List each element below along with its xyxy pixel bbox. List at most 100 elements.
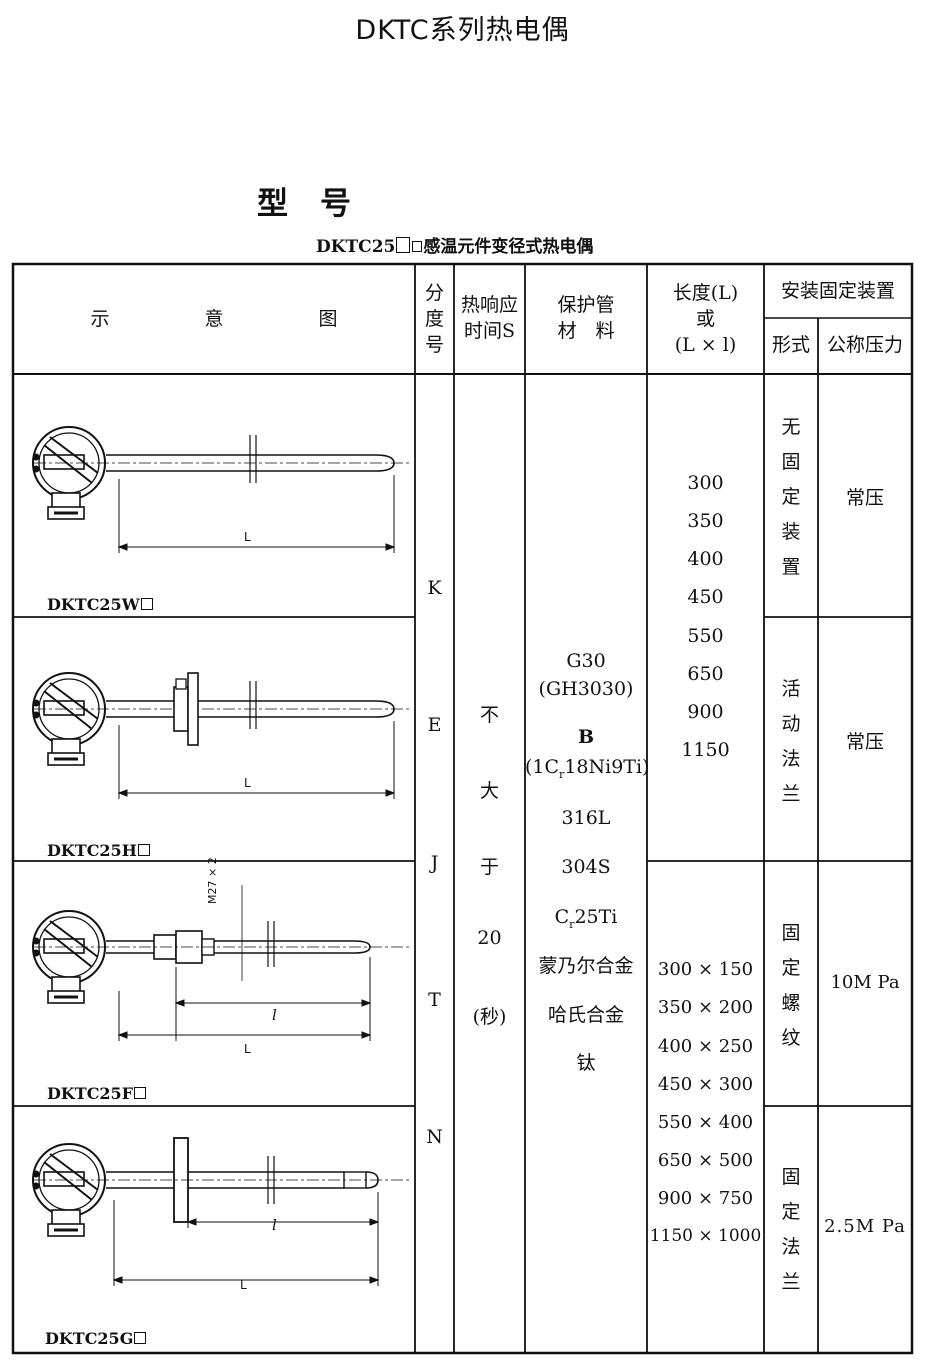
install-form-char: 螺	[781, 992, 801, 1014]
install-form-char: 定	[781, 957, 801, 979]
placeholder-box-icon	[134, 1087, 147, 1099]
header-length-line: 或	[695, 308, 715, 330]
header-material: 保护管 材 料	[525, 292, 647, 344]
install-pressure: 常压	[845, 731, 884, 753]
placeholder-box-icon	[134, 1332, 147, 1344]
install-form-char: 固	[781, 1166, 801, 1188]
model-label-text: DKTC25G	[45, 1329, 134, 1348]
material-item: 哈氏合金	[547, 1004, 624, 1026]
material-item: (GH3030)	[538, 678, 634, 700]
grade-item: N	[426, 1126, 443, 1148]
install-form-char: 固	[781, 922, 801, 944]
caption-description: 感温元件变径式热电偶	[423, 237, 594, 257]
model-label: DKTC25H	[47, 841, 150, 860]
thread-label: M27 × 2	[206, 857, 219, 904]
material-item: 钛	[576, 1052, 596, 1074]
header-install: 安装固定装置	[780, 280, 895, 302]
placeholder-box-icon	[137, 844, 150, 856]
model-label: DKTC25F	[47, 1084, 147, 1103]
length-pair-value: 1150 × 1000	[649, 1226, 762, 1246]
length-value: 900	[687, 701, 724, 723]
length-value: 400	[687, 548, 724, 570]
length-value: 350	[687, 510, 724, 532]
header-material-line: 材 料	[557, 320, 615, 342]
install-pressure: 10M Pa	[830, 972, 900, 993]
install-form-char: 置	[781, 556, 801, 578]
install-form-char: 装	[781, 521, 801, 543]
material-item: 蒙乃尔合金	[538, 955, 634, 977]
install-form-char: 定	[781, 486, 801, 508]
grade-item: T	[428, 989, 441, 1011]
diagram-h	[31, 671, 409, 799]
material-item: (1Cr18Ni9Ti)	[525, 756, 650, 786]
table-caption: DKTC25 感温元件变径式热电偶	[316, 232, 593, 257]
material-subscript: r	[559, 767, 565, 781]
material-item: Cr25Ti	[525, 906, 647, 936]
length-pair-value: 350 × 200	[657, 997, 754, 1018]
response-text: 不	[479, 704, 499, 726]
grade-item: J	[430, 852, 439, 874]
length-pair-value: 900 × 750	[657, 1188, 754, 1209]
header-response-line: 热响应	[460, 294, 518, 316]
thermocouple-diagrams	[31, 425, 409, 1286]
install-form-char: 固	[781, 451, 801, 473]
header-grade: 分 度 号	[415, 280, 454, 358]
install-form-char: 兰	[781, 1271, 801, 1293]
length-value: 450	[687, 586, 724, 608]
dim-label-l: l	[272, 1216, 277, 1234]
dim-label-L: L	[240, 1278, 247, 1292]
material-item: B	[577, 726, 595, 748]
length-value: 1150	[681, 739, 730, 761]
length-pair-value: 400 × 250	[657, 1036, 754, 1057]
install-form-char: 活	[781, 678, 801, 700]
install-form-char: 无	[781, 416, 801, 438]
model-label-text: DKTC25F	[47, 1084, 134, 1103]
length-pair-value: 550 × 400	[657, 1112, 754, 1133]
placeholder-box-icon	[396, 237, 411, 253]
dim-label-L: L	[244, 530, 251, 544]
length-pair-value: 650 × 500	[657, 1150, 754, 1171]
header-grade-char: 度	[424, 308, 444, 330]
install-form-char: 纹	[781, 1027, 801, 1049]
caption-model-prefix: DKTC25	[316, 237, 396, 257]
placeholder-box-icon	[140, 598, 153, 610]
model-label-text: DKTC25W	[47, 595, 140, 614]
material-part: 18Ni9Ti)	[564, 756, 650, 778]
response-text: 20	[477, 927, 502, 949]
length-pair-value: 300 × 150	[657, 959, 754, 980]
header-grade-char: 分	[424, 282, 444, 304]
install-form-char: 兰	[781, 783, 801, 805]
header-form: 形式	[771, 334, 810, 356]
length-value: 550	[687, 625, 724, 647]
material-subscript: r	[569, 917, 575, 931]
header-grade-char: 号	[424, 334, 444, 356]
install-pressure: 2.5M Pa	[824, 1216, 906, 1237]
header-length-line: 长度(L)	[672, 282, 739, 304]
response-text: 大	[479, 780, 499, 802]
model-label: DKTC25G	[45, 1329, 147, 1348]
grade-item: E	[427, 714, 442, 736]
diagram-f	[31, 885, 409, 1041]
install-form: 固 定 螺 纹	[764, 916, 818, 1056]
install-form: 无 固 定 装 置	[764, 410, 818, 585]
grade-item: K	[427, 577, 442, 599]
material-item: G30	[566, 650, 606, 672]
length-pair-value: 450 × 300	[657, 1074, 754, 1095]
header-material-line: 保护管	[557, 294, 615, 316]
header-response: 热响应 时间S	[454, 292, 525, 344]
install-form-char: 动	[781, 713, 801, 735]
install-pressure: 常压	[845, 487, 884, 509]
header-diagram: 示 意 图	[90, 308, 338, 330]
response-text: 于	[479, 856, 499, 878]
section-heading: 型号	[257, 186, 383, 222]
install-form-char: 定	[781, 1201, 801, 1223]
material-part: 25Ti	[574, 906, 618, 928]
header-length-line: (L × l)	[674, 334, 737, 356]
dim-label-L: L	[244, 776, 251, 790]
material-part: C	[554, 906, 570, 928]
model-label: DKTC25W	[47, 595, 153, 614]
page-title: DKTC系列热电偶	[355, 15, 570, 46]
material-item: 304S	[561, 856, 611, 878]
material-part: (1C	[525, 756, 560, 778]
